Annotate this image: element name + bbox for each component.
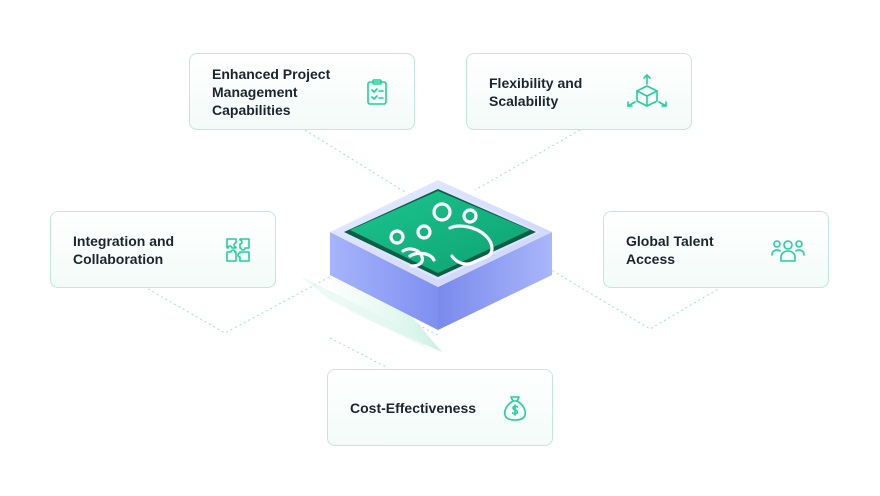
connector-flexibility [474,129,581,191]
puzzle-pieces-icon [223,235,253,265]
card-global-talent: Global Talent Access [603,211,829,288]
card-cost-effectiveness: Cost-Effectiveness [327,369,553,446]
card-label-global-talent: Global Talent Access [626,232,714,267]
card-integration: Integration and Collaboration [50,211,276,288]
team-group-icon [389,202,494,268]
card-project-management: Enhanced Project Management Capabilities [189,53,415,130]
central-platform [330,180,552,330]
platform-shadow [320,268,442,352]
connector-global-talent [547,267,719,330]
connector-lines [147,129,719,369]
team-people-icon [770,235,806,265]
expanding-cube-icon [625,72,669,112]
connector-cost-right [417,324,441,337]
card-label-cost-effectiveness: Cost-Effectiveness [350,399,477,416]
platform-shadow-soft [300,276,430,350]
money-bag-icon [500,393,530,423]
platform-side-right [438,232,552,330]
connector-project-management [304,129,406,193]
platform-side-left [330,232,438,330]
card-label-project-management: Enhanced Project Management Capabilities [212,65,331,118]
card-label-integration: Integration and Collaboration [73,232,175,267]
card-label-flexibility: Flexibility and Scalability [489,74,583,109]
tile-green [350,191,530,273]
clipboard-checklist-icon [362,77,392,107]
connector-cost [329,337,389,369]
card-flexibility: Flexibility and Scalability [466,53,692,130]
